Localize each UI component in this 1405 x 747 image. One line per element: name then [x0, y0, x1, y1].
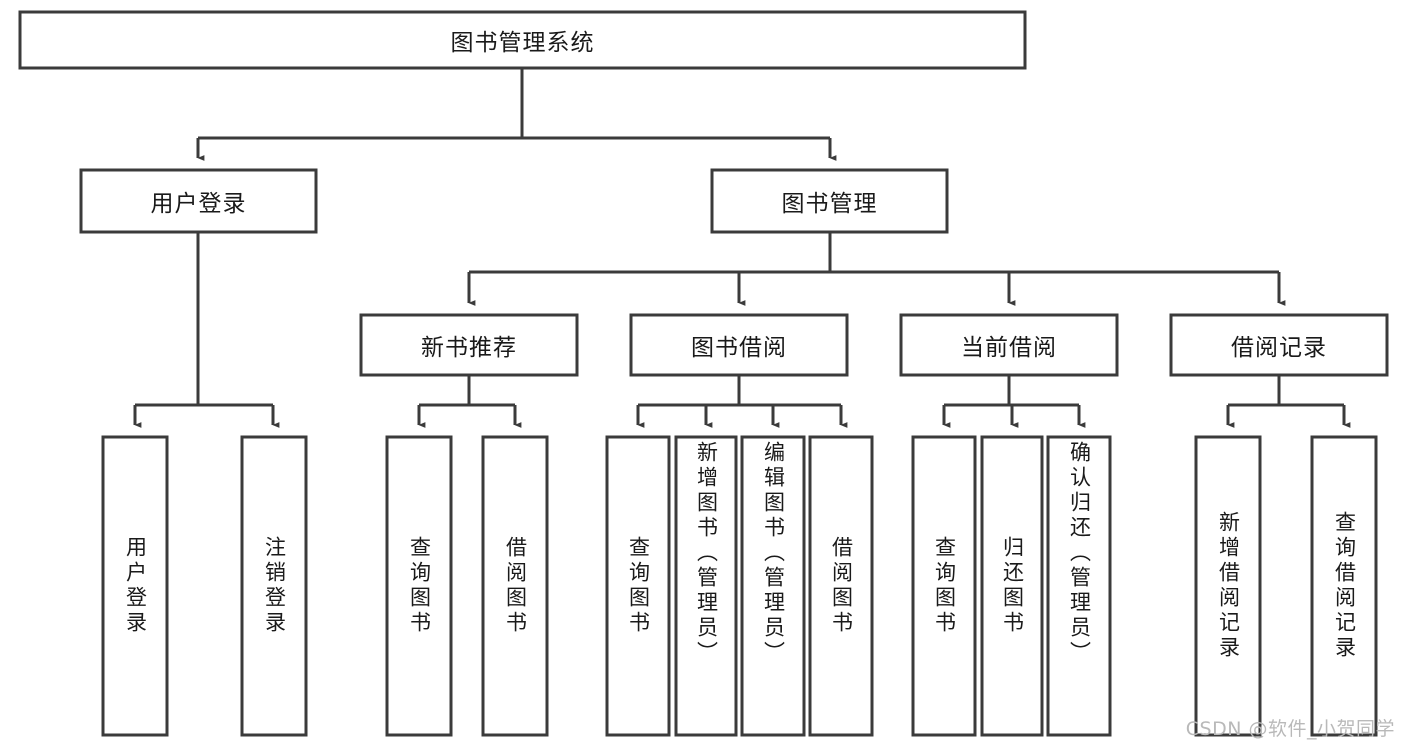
connectors-borrow-record-to-leaves	[1226, 375, 1351, 428]
node-box-leaf-confirm-return[interactable]	[1046, 435, 1112, 737]
node-box-book-management[interactable]	[710, 168, 949, 234]
node-box-leaf-query-record[interactable]	[1310, 435, 1378, 737]
node-box-leaf-borrow-book-a[interactable]	[481, 435, 549, 737]
watermark-text: CSDN @软件_小贺同学	[1185, 718, 1395, 740]
node-box-leaf-borrow-book-b[interactable]	[808, 435, 874, 737]
node-box-leaf-user-login[interactable]	[101, 435, 169, 737]
node-box-leaf-add-book[interactable]	[674, 435, 738, 737]
node-box-leaf-query-book-a[interactable]	[385, 435, 453, 737]
node-box-leaf-logout[interactable]	[240, 435, 308, 737]
node-box-book-borrow[interactable]	[629, 313, 849, 377]
node-box-leaf-return-book[interactable]	[980, 435, 1044, 737]
node-box-borrow-record[interactable]	[1169, 313, 1389, 377]
node-box-new-book-recommend[interactable]	[359, 313, 579, 377]
connectors-level2-to-level3	[467, 232, 1286, 306]
connectors-user-login-to-leaves	[133, 232, 280, 428]
connectors-current-borrow-to-leaves	[942, 375, 1086, 428]
connectors-book-borrow-to-leaves	[636, 375, 848, 428]
node-box-leaf-edit-book[interactable]	[740, 435, 806, 737]
node-box-leaf-query-book-b[interactable]	[605, 435, 671, 737]
node-box-current-borrow[interactable]	[899, 313, 1119, 377]
node-box-leaf-add-record[interactable]	[1194, 435, 1262, 737]
connectors-new-book-recommend-to-leaves	[417, 375, 522, 428]
connectors-root-to-level2	[196, 68, 837, 161]
node-box-user-login[interactable]	[79, 168, 318, 234]
node-box-leaf-query-book-c[interactable]	[911, 435, 977, 737]
node-box-root[interactable]	[18, 10, 1027, 70]
